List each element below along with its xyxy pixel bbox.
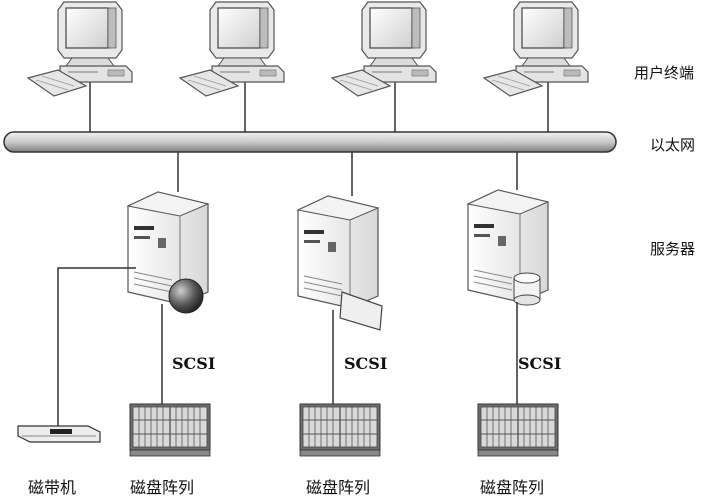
scsi-label-1: SCSI xyxy=(172,354,216,373)
user-terminal-label: 用户终端 xyxy=(634,64,695,82)
scsi-lines xyxy=(161,302,518,404)
scsi-label-3: SCSI xyxy=(518,354,562,373)
scsi-label-2: SCSI xyxy=(344,354,388,373)
ethernet-bus xyxy=(3,131,617,153)
disk-array-3 xyxy=(477,403,559,457)
tape-drive xyxy=(17,425,101,443)
tape-drive-cable xyxy=(57,267,136,426)
server-label: 服务器 xyxy=(650,240,696,258)
user-terminal-4 xyxy=(483,1,589,97)
expansion-card-icon xyxy=(339,291,383,331)
tape-unit-icon xyxy=(168,278,204,314)
disk-cylinder-icon xyxy=(513,272,541,306)
tape-drive-label: 磁带机 xyxy=(28,478,77,497)
user-terminal-1 xyxy=(27,1,133,97)
user-terminal-2 xyxy=(179,1,285,97)
server-2 xyxy=(297,195,379,309)
disk-array-2 xyxy=(299,403,381,457)
ethernet-label: 以太网 xyxy=(650,136,696,154)
disk-array-label-3: 磁盘阵列 xyxy=(480,478,545,497)
server-drop-lines xyxy=(177,152,518,196)
user-terminal-3 xyxy=(331,1,437,97)
disk-array-label-1: 磁盘阵列 xyxy=(130,478,195,497)
disk-array-1 xyxy=(129,403,211,457)
terminal-drop-lines xyxy=(89,78,549,132)
disk-array-label-2: 磁盘阵列 xyxy=(306,478,371,497)
